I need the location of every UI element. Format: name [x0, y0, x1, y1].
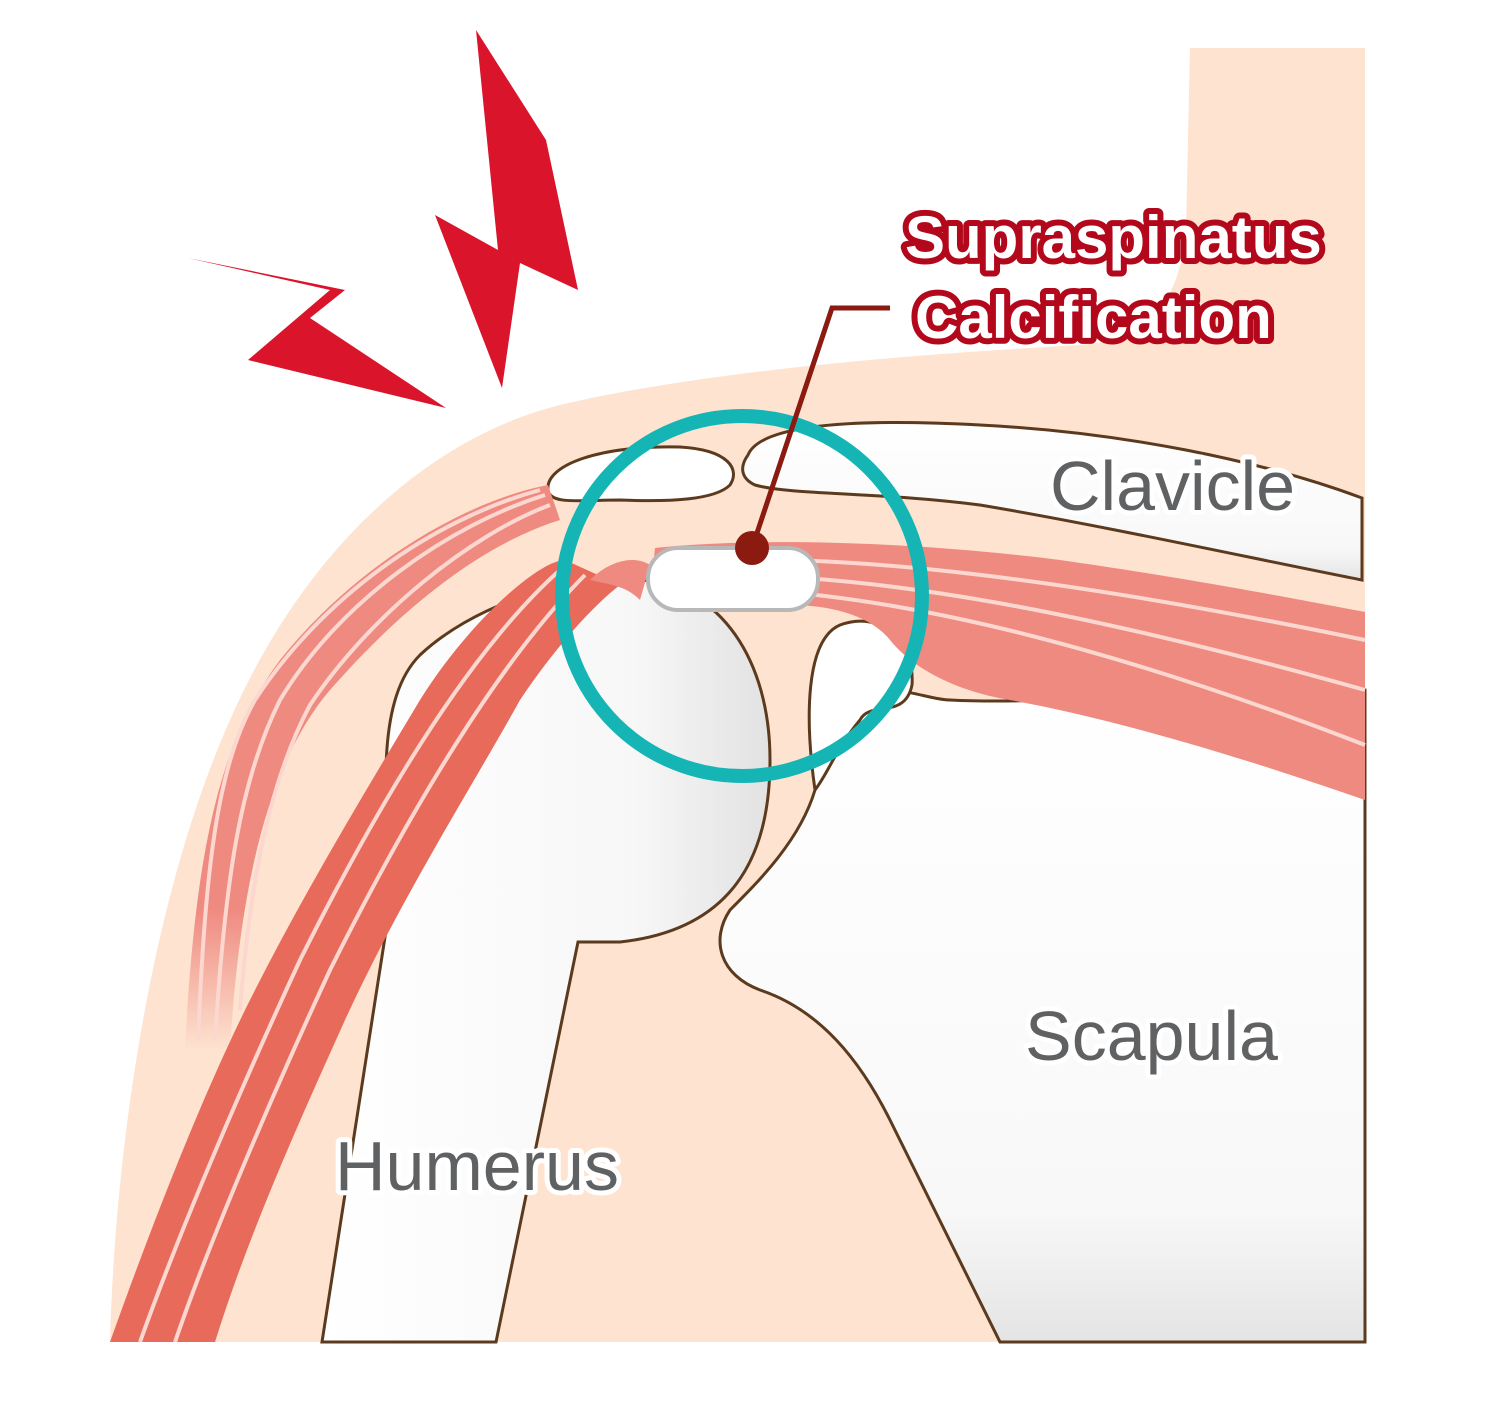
deltoid-fiber-1: [213, 493, 546, 1041]
highlight-ring: [555, 409, 929, 783]
callout-leader-line: [749, 305, 890, 549]
callout-title-line1: Supraspinatus: [905, 204, 1322, 271]
upper-arm-muscle: [110, 560, 620, 1343]
lightning-bolt-icon: [435, 30, 578, 388]
calcification-deposit: [646, 546, 820, 612]
supraspinatus-fiber-3: [759, 588, 1366, 747]
deltoid-fiber-2: [238, 503, 551, 1011]
upper-arm-fiber-2: [173, 573, 587, 1343]
callout-pointer-dot: [735, 531, 769, 565]
clavicle-bone: [741, 421, 1364, 582]
scapula-label: Scapula: [1025, 997, 1278, 1075]
upper-arm-fiber-1: [138, 568, 562, 1343]
humerus-label: Humerus: [335, 1127, 619, 1205]
torn-tendon: [590, 560, 650, 600]
scapula-bone: [718, 687, 1367, 1344]
deltoid-muscle-band: [185, 485, 560, 1050]
clavicle-label: Clavicle: [1050, 447, 1295, 525]
callout-title-line2: Calcification: [915, 284, 1272, 351]
deltoid-muscle: [185, 485, 560, 1050]
upper-arm-muscle-band: [110, 560, 620, 1342]
lightning-bolt-icon: [188, 258, 446, 408]
deltoid-fiber-3: [196, 488, 541, 1041]
